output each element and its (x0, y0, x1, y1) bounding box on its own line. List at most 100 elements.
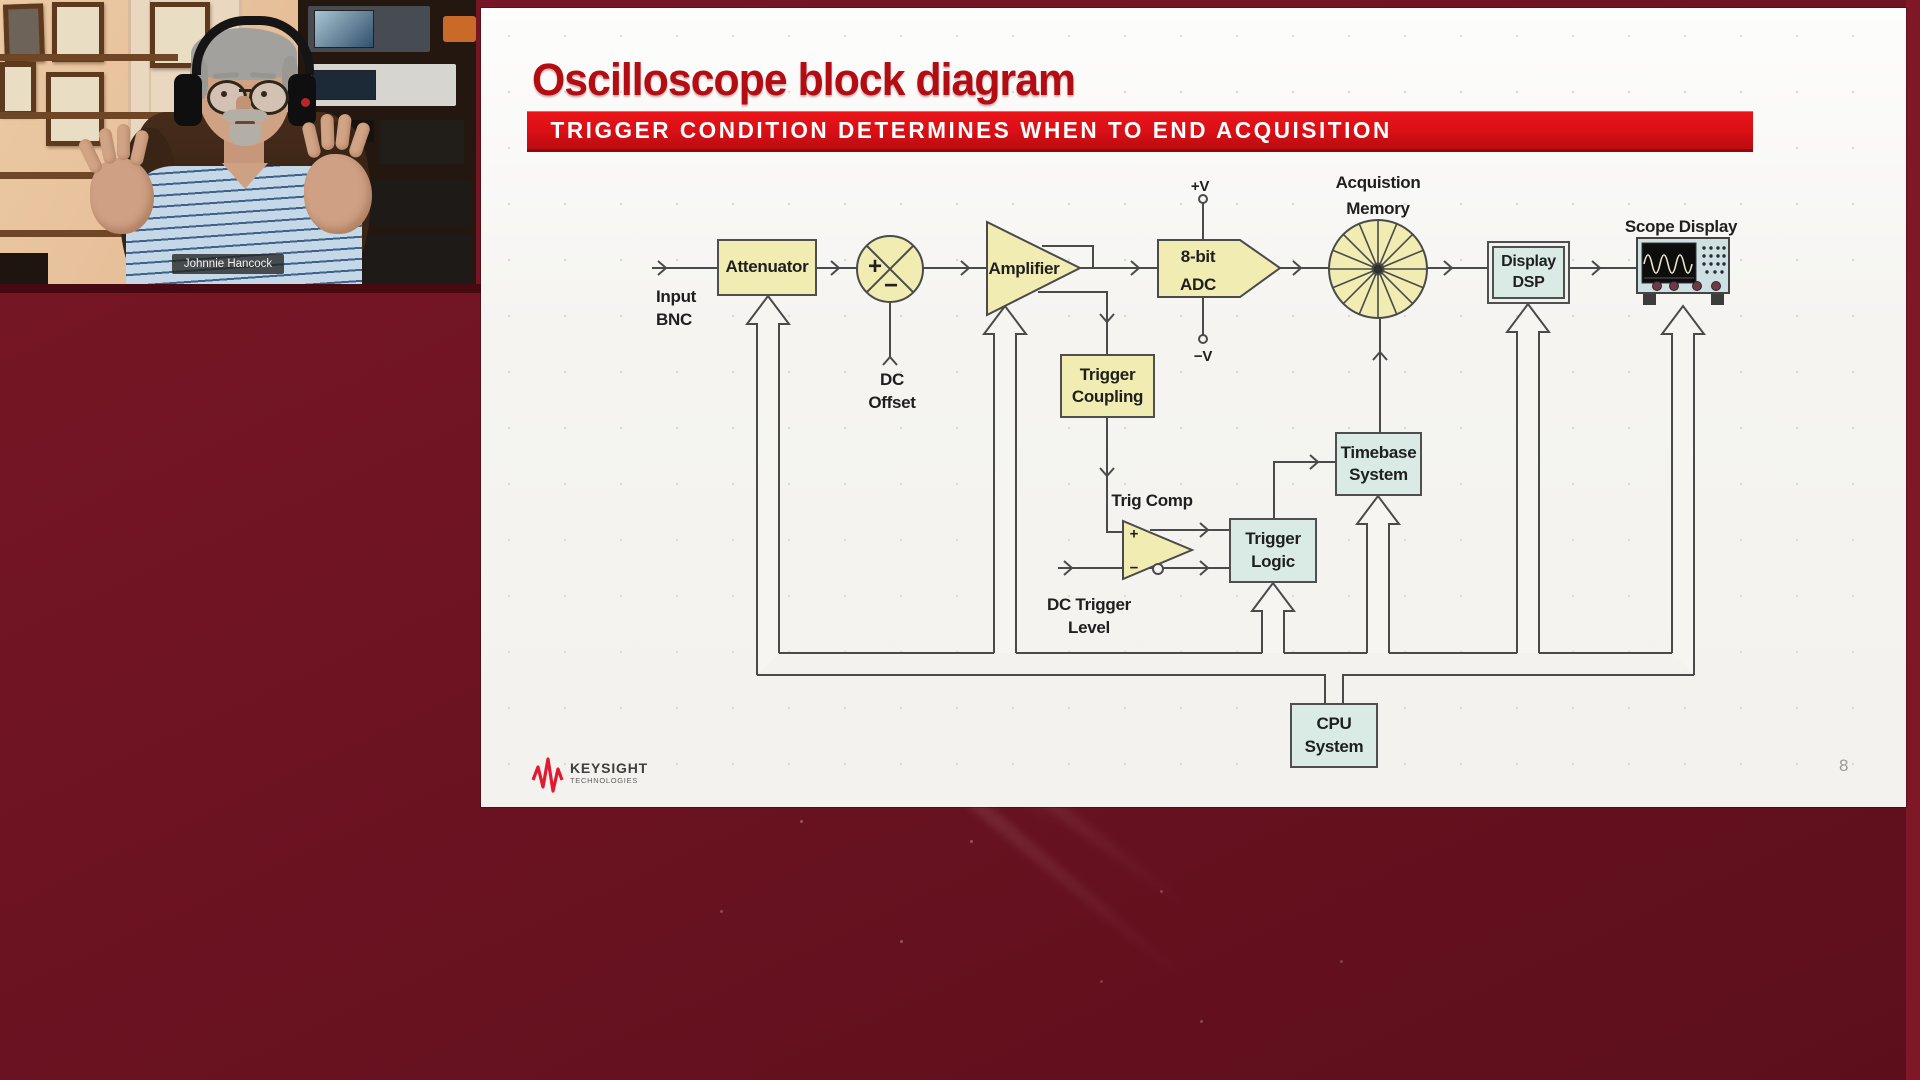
slide-banner-text: TRIGGER CONDITION DETERMINES WHEN TO END… (550, 117, 1392, 143)
webcam-bottom-strip (0, 284, 481, 293)
hollow-arrow-to-scope-display (1660, 304, 1706, 675)
comparator-minus-sign: − (1129, 559, 1139, 577)
plus-v-label: +V (1190, 178, 1210, 195)
scope-knobs (1652, 281, 1721, 291)
block-diagram (531, 194, 1730, 793)
arrowhead (960, 260, 971, 276)
trigger-coupling-block: Trigger Coupling (1060, 354, 1155, 418)
shelf-board (0, 230, 178, 237)
mustache (223, 109, 267, 123)
memory-wheel-hub (1371, 262, 1385, 276)
shelf-board (0, 172, 178, 179)
slide-title: Oscilloscope block diagram (532, 54, 1076, 105)
arrowhead (830, 260, 841, 276)
finger (117, 124, 130, 160)
dc-offset-line1: DC (880, 370, 904, 389)
adc-line1: 8-bit (1180, 247, 1216, 266)
wall-frame (46, 72, 104, 146)
orange-device (443, 16, 476, 42)
keysight-logo-subbrand: TECHNOLOGIES (570, 776, 638, 785)
arrowhead (1199, 522, 1210, 538)
shelf-board (0, 112, 178, 119)
bus-cpu-left (757, 674, 1326, 703)
goatee (229, 124, 261, 146)
hollow-arrow-to-trigger-logic (1250, 581, 1296, 653)
scope-display-label: Scope Display (1624, 217, 1738, 236)
trigger-coupling-label: Coupling (1071, 387, 1144, 406)
plus-v-terminal (1198, 194, 1208, 204)
finger (320, 113, 335, 151)
acq-memory-line2: Memory (1346, 199, 1410, 218)
arrowhead-down (1099, 313, 1115, 324)
amplifier-label: Amplifier (988, 259, 1060, 278)
comparator-plus-sign: + (1129, 525, 1139, 543)
hollow-arrow-to-amplifier (982, 304, 1028, 653)
display-dsp-label: Display (1501, 252, 1556, 270)
arrowhead-up (882, 355, 898, 366)
arrowhead-down (1099, 467, 1115, 478)
scope-display-device (1636, 237, 1730, 305)
desk-equipment (0, 253, 48, 284)
trigger-logic-label: Logic (1251, 551, 1295, 571)
attenuator-block: Attenuator (717, 239, 817, 296)
background-right-band (1906, 0, 1920, 1080)
hollow-arrow-to-attenuator (745, 294, 791, 675)
hollow-arrow-to-display-dsp (1505, 302, 1551, 653)
participant-name-tag: Johnnie Hancock (172, 254, 284, 274)
display-dsp-block: Display DSP (1492, 246, 1565, 299)
webcam-video: Johnnie Hancock (0, 0, 476, 284)
trigger-logic-block: Trigger Logic (1229, 518, 1317, 583)
shelf-board (0, 54, 178, 61)
comparator-inversion-bubble (1152, 563, 1164, 575)
arrowhead (1309, 454, 1320, 470)
wall-frame (0, 62, 36, 116)
input-label-line2: BNC (656, 309, 692, 329)
presentation-slide: Oscilloscope block diagram TRIGGER CONDI… (481, 8, 1906, 807)
instrument-screen (312, 70, 376, 100)
dc-trigger-line2: Level (1068, 617, 1110, 637)
display-dsp-label: DSP (1512, 273, 1545, 291)
wire-amp-out-jog (1042, 245, 1094, 268)
dc-trigger-line1: DC Trigger (1047, 595, 1131, 614)
minus-v-terminal (1198, 334, 1208, 344)
wire-coupling-to-comparator (1106, 418, 1123, 533)
arrowhead (1130, 260, 1141, 276)
dc-offset-line2: Offset (868, 392, 916, 412)
summer-plus-sign: + (867, 253, 883, 280)
right-hand (304, 154, 372, 234)
arrowhead (1591, 260, 1602, 276)
input-bnc-label: Input BNC (656, 286, 696, 332)
scope-foot (1643, 291, 1656, 305)
eye (221, 91, 227, 97)
keysight-logo-brand: KEYSIGHT (570, 760, 648, 776)
attenuator-label: Attenuator (725, 257, 809, 277)
scope-screen (1641, 242, 1697, 284)
adc-line2: ADC (1180, 275, 1216, 294)
adc-pentagon (1157, 239, 1282, 298)
scope-panel-buttons (1702, 246, 1726, 274)
acq-memory-line1: Acquistion (1335, 173, 1421, 192)
timebase-system-block: Timebase System (1335, 432, 1422, 496)
mouth (235, 121, 255, 125)
left-hand (90, 158, 154, 234)
equipment-box (380, 120, 464, 164)
scope-waveform (1643, 254, 1693, 274)
arrowhead (657, 260, 668, 276)
timebase-label: Timebase (1340, 442, 1417, 462)
cpu-label: System (1304, 736, 1364, 756)
glasses-lens (249, 80, 289, 115)
cpu-label: CPU (1316, 714, 1352, 734)
acquisition-memory-label: Acquistion Memory (1336, 170, 1421, 222)
glasses-bridge (239, 89, 251, 92)
summer-minus-sign: − (883, 272, 899, 299)
dc-trigger-level-label: DC Trigger Level (1047, 594, 1131, 640)
slide-banner: TRIGGER CONDITION DETERMINES WHEN TO END… (527, 111, 1753, 152)
summing-junction-cross (865, 244, 915, 294)
adc-label: 8-bit ADC (1180, 243, 1216, 299)
dc-offset-label: DC Offset (868, 369, 916, 415)
trig-comp-label: Trig Comp (1111, 491, 1193, 510)
input-label-line1: Input (656, 287, 697, 306)
keysight-logo: KEYSIGHT TECHNOLOGIES (529, 752, 749, 796)
wire-triglogic-to-timebase (1273, 461, 1335, 518)
